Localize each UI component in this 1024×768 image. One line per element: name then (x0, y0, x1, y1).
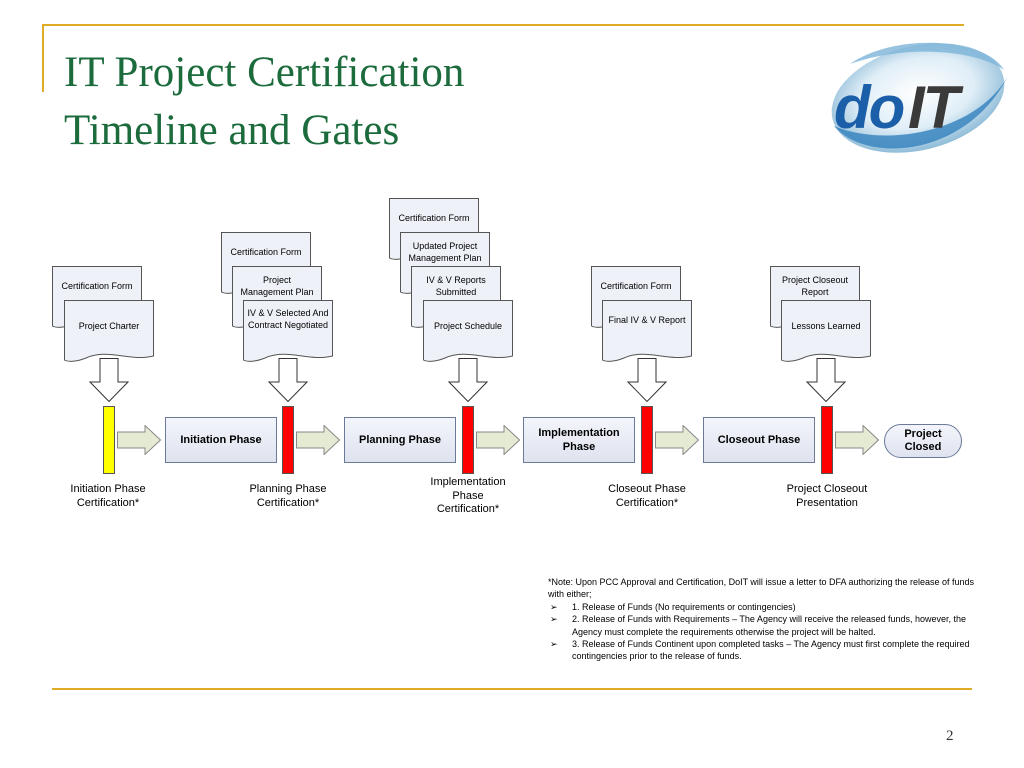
gate-label-initiation: Initiation Phase Certification* (70, 483, 146, 509)
gate-final (821, 406, 833, 474)
doc-iv-v-reports-text: IV & V Reports Submitted (426, 275, 486, 297)
phase-planning-label: Planning Phase (359, 434, 441, 446)
doc-project-management-plan-text: Project Management Plan (240, 275, 314, 297)
bottom-rule (52, 688, 972, 690)
gate-label-planning: Planning Phase Certification* (249, 483, 327, 509)
flow-arrow-4 (655, 424, 700, 456)
gate-planning (282, 406, 294, 474)
note-item: ➢ 2. Release of Funds with Requirements –… (548, 613, 978, 638)
down-arrow-implementation (447, 358, 489, 403)
phase-closeout: Closeout Phase (703, 417, 815, 463)
phase-planning: Planning Phase (344, 417, 456, 463)
slide-title: IT Project Certification Timeline and Ga… (64, 44, 464, 160)
down-arrow-final (805, 358, 847, 403)
note-intro: *Note: Upon PCC Approval and Certificati… (548, 577, 975, 600)
note-list: ➢ 1. Release of Funds (No requirements or… (548, 601, 978, 663)
gate-label-final: Project Closeout Presentation (786, 483, 868, 509)
doc-updated-project-management-plan-text: Updated Project Management Plan (408, 241, 482, 263)
funding-note: *Note: Upon PCC Approval and Certificati… (548, 576, 978, 663)
svg-text:do: do (834, 74, 904, 141)
project-closed-label: Project Closed (904, 428, 942, 453)
note-item: ➢ 3. Release of Funds Continent upon comp… (548, 638, 978, 663)
doc-iv-v-selected-text: IV & V Selected And Contract Negotiated (247, 308, 329, 330)
doc-project-schedule-text: Project Schedule (433, 321, 503, 331)
flow-arrow-1 (117, 424, 162, 456)
down-arrow-closeout (626, 358, 668, 403)
project-closed-terminal: Project Closed (884, 424, 962, 458)
doc-final-iv-v-report-text: Final IV & V Report (608, 315, 686, 325)
arrow-bullet-icon: ➢ (550, 601, 558, 612)
gate-implementation (462, 406, 474, 474)
phase-closeout-label: Closeout Phase (717, 434, 801, 446)
top-rule (42, 24, 964, 26)
gate-initiation (103, 406, 115, 474)
phase-initiation: Initiation Phase (165, 417, 277, 463)
doc-project-charter-text: Project Charter (78, 321, 140, 331)
doc-implementation-certification-form-text: Certification Form (398, 213, 470, 223)
doc-planning-certification-form-text: Certification Form (230, 247, 302, 257)
flow-arrow-5 (835, 424, 880, 456)
flow-arrow-2 (296, 424, 341, 456)
arrow-bullet-icon: ➢ (550, 639, 558, 650)
title-line-2: Timeline and Gates (64, 107, 400, 154)
gate-label-closeout: Closeout Phase Certification* (608, 483, 686, 509)
arrow-bullet-icon: ➢ (550, 614, 558, 625)
doc-project-closeout-report-text: Project Closeout Report (781, 275, 849, 297)
note-item-text: 1. Release of Funds (No requirements or … (572, 601, 796, 612)
phase-initiation-label: Initiation Phase (180, 434, 262, 446)
phase-implementation: Implementation Phase (523, 417, 635, 463)
gate-closeout (641, 406, 653, 474)
svg-text:IT: IT (908, 74, 964, 141)
note-item-text: 3. Release of Funds Continent upon compl… (572, 639, 970, 662)
page-number: 2 (946, 728, 954, 744)
flow-arrow-3 (476, 424, 521, 456)
doc-initiation-certification-form-text: Certification Form (61, 281, 133, 291)
gate-label-implementation: Implementation Phase Certification* (430, 476, 506, 515)
title-line-1: IT Project Certification (64, 49, 465, 96)
phase-implementation-label: Implementation Phase (538, 427, 620, 453)
down-arrow-planning (267, 358, 309, 403)
note-item: ➢ 1. Release of Funds (No requirements or… (548, 601, 978, 613)
doit-logo: do IT (826, 36, 1012, 166)
doc-closeout-certification-form-text: Certification Form (600, 281, 672, 291)
doc-lessons-learned-text: Lessons Learned (791, 321, 861, 331)
down-arrow-initiation (88, 358, 130, 403)
left-rule (42, 24, 44, 92)
note-item-text: 2. Release of Funds with Requirements – … (572, 614, 967, 637)
